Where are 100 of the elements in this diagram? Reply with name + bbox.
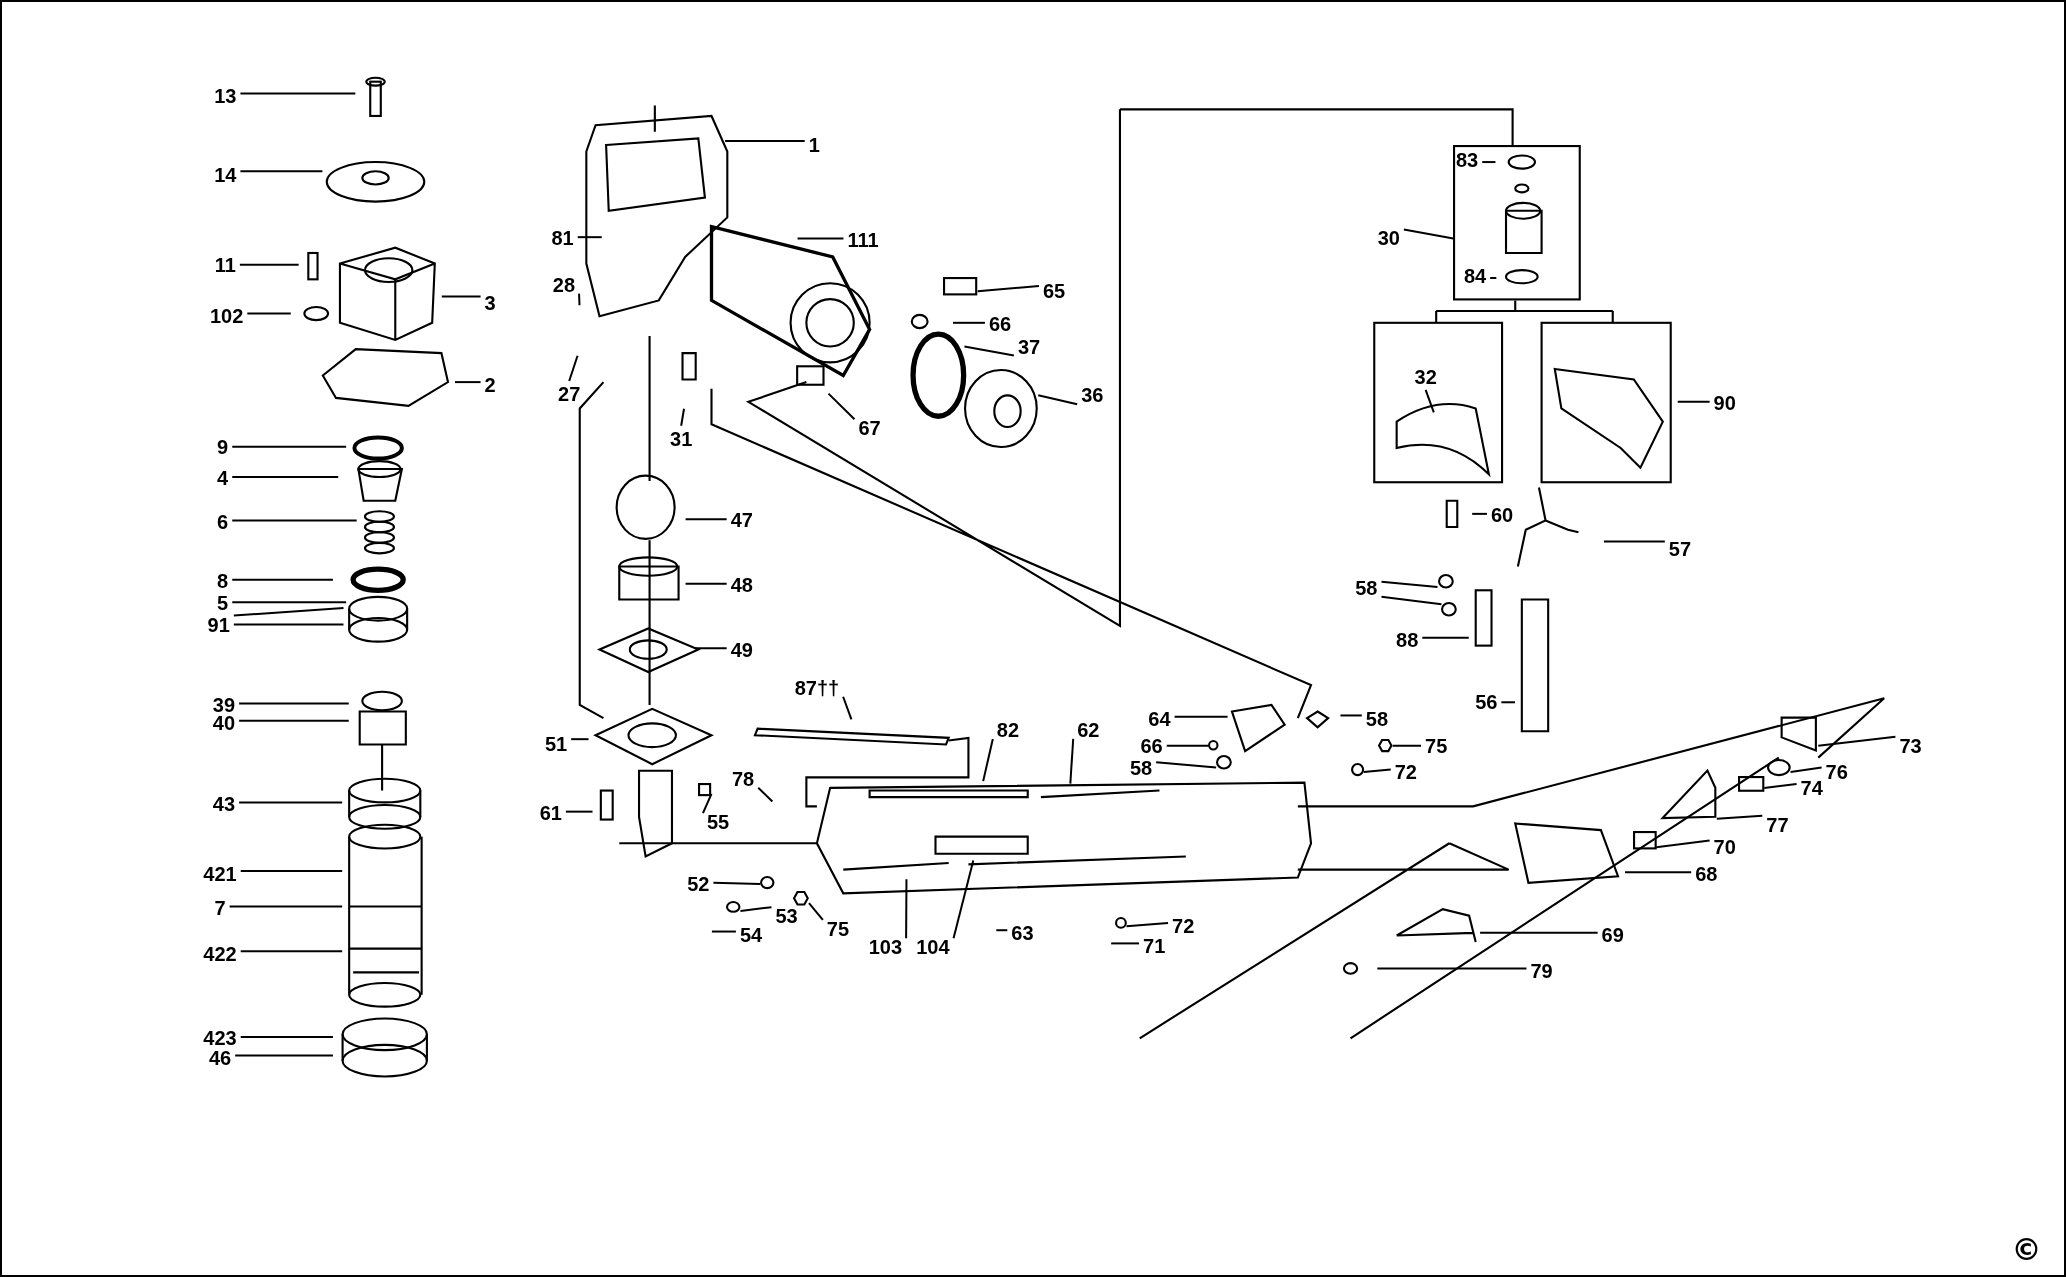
callout-number: 62 [1075,718,1102,741]
leader-line [1380,595,1443,606]
leader-line [238,702,350,705]
end-cap-drawing [964,368,1039,448]
callout-number: 55 [704,811,732,834]
leader-line [842,695,853,721]
leader-line [952,859,975,940]
leader-line [724,140,806,142]
leader-line [982,737,994,783]
leader-line [564,810,594,813]
callout-number: 68 [1693,862,1720,885]
leader-line [1155,761,1218,769]
callout-number: 30 [1375,227,1402,250]
leader-line [1676,400,1711,403]
leader-line [239,170,324,173]
leader-line [232,606,345,617]
callout-number: 46 [206,1047,234,1070]
leader-line [1421,636,1470,639]
callout-number: 65 [1040,280,1068,303]
leader-line [238,719,350,722]
leader-line [1173,715,1229,718]
leader-line [684,518,728,521]
leader-line [1489,277,1498,279]
callout-number: 74 [1798,776,1825,799]
callout-number: 78 [730,767,757,790]
copyright-mark: © [2011,1231,2042,1267]
leader-line [232,623,345,626]
nut-drawing [793,890,809,906]
callout-number: 43 [210,792,238,815]
callout-number: 67 [856,417,883,440]
callout-number: 58 [1127,757,1155,780]
callout-number: 14 [212,164,239,187]
leader-line [1602,540,1666,543]
spring-drawing [1766,758,1791,777]
callout-number: 56 [1473,691,1500,714]
leader-line [1165,744,1210,747]
leader-line [1391,744,1423,747]
leader-line [712,881,762,886]
callout-number: 91 [205,613,232,636]
callout-number: 84 [1461,265,1489,287]
leader-line [234,1054,334,1057]
callout-number: 77 [1764,813,1791,836]
leader-line [796,237,845,240]
callout-number: 70 [1711,836,1738,859]
callout-number: 75 [1423,734,1450,757]
leader-line [1655,839,1711,849]
callout-number: 422 [201,942,239,965]
callout-number: 13 [212,85,239,108]
nut-drawing [1437,574,1454,589]
leader-line [1125,921,1170,928]
leader-line [1789,766,1823,774]
callout-number: 76 [1823,761,1850,784]
callout-number: 48 [728,574,755,596]
callout-number: 104 [914,936,952,959]
leader-line [231,519,358,522]
callout-number: 87†† [792,676,842,699]
callout-number: 423 [201,1027,239,1050]
callout-number: 49 [728,638,755,661]
leader-line [1715,814,1764,820]
leader-line [231,601,348,604]
callout-number: 1 [806,133,822,156]
callout-number: 4 [215,467,231,490]
leader-line [827,392,856,421]
leader-line [1376,967,1528,970]
callout-number: 103 [866,936,905,959]
callout-number: 37 [1015,335,1043,358]
leader-line [238,801,344,804]
pin-drawing [1737,776,1765,792]
washer-drawing [1350,762,1364,777]
callout-number: 66 [986,313,1014,336]
callout-number: 6 [215,510,231,533]
leader-line [1380,580,1439,588]
callout-number: 81 [549,227,576,250]
callout-number: 27 [556,382,583,405]
leader-line [568,354,579,382]
callout-number: 421 [201,862,239,885]
leader-line [454,381,482,384]
leader-line [680,407,685,427]
callout-number: 60 [1488,504,1516,527]
bracket-drawing [1778,715,1819,755]
leader-line [963,345,1015,357]
o-ring-drawing [911,333,965,418]
leader-line [231,578,334,581]
leader-line [1481,161,1497,164]
leader-line [710,930,737,933]
leader-line [995,929,1009,932]
callout-number: 102 [207,305,246,328]
callout-number: 61 [537,801,564,824]
callout-number: 31 [668,427,695,450]
callout-number: 5 [215,592,231,615]
part-group-frame [1453,144,1582,301]
leader-line [1402,228,1455,240]
callout-number: 111 [845,228,881,251]
washer-drawing [726,901,741,914]
callout-number: 57 [1666,538,1694,561]
callout-number: 7 [212,896,228,919]
callout-number: 71 [1141,935,1168,958]
leader-line [239,869,344,872]
leader-line [701,792,713,815]
nut-drawing [1378,739,1393,753]
